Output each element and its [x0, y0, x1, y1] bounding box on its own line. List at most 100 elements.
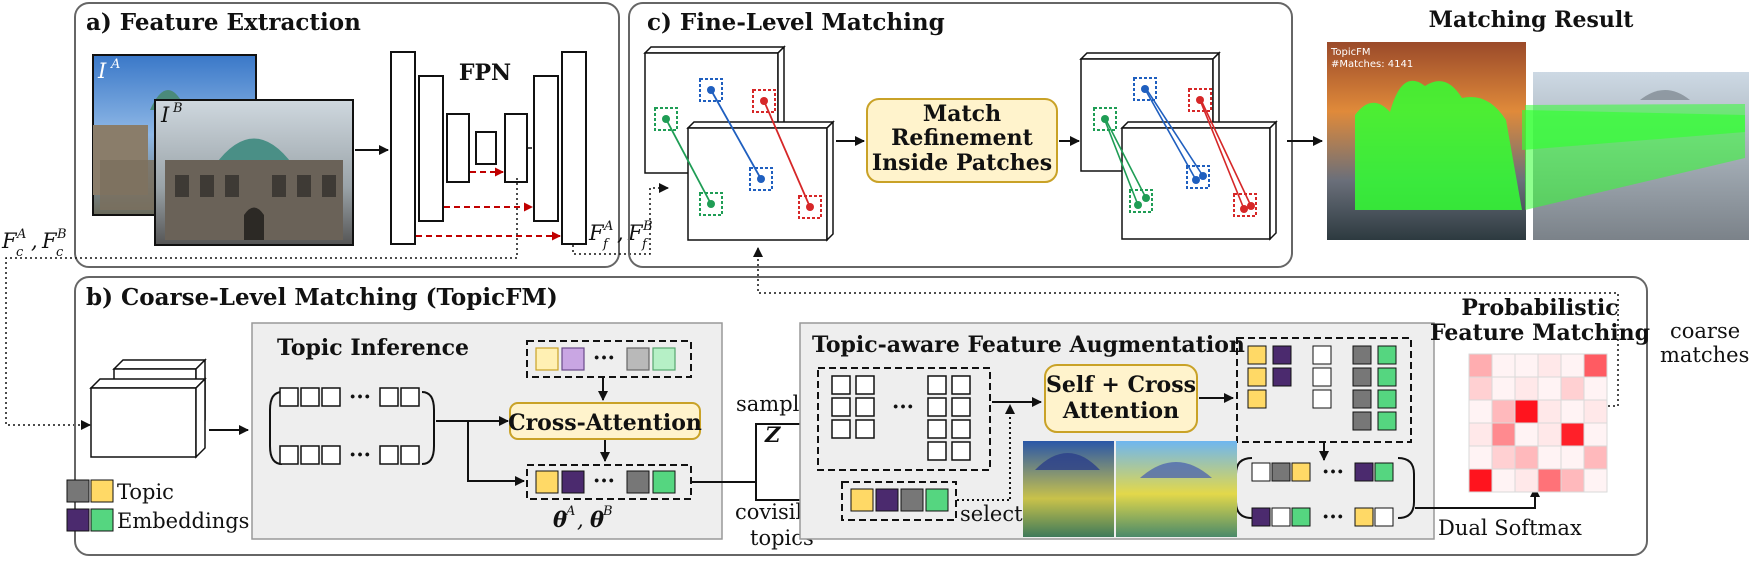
- svg-text:···: ···: [1322, 459, 1344, 484]
- heatmap-cell: [1514, 468, 1539, 493]
- matching-result-title: Matching Result: [1429, 7, 1635, 33]
- svg-text:···: ···: [892, 394, 914, 419]
- coarse-matching-panel: b) Coarse-Level Matching (TopicFM) Topic…: [66, 276, 1650, 556]
- heatmap-cell: [1491, 399, 1516, 424]
- heatmap-cell: [1514, 353, 1539, 378]
- svg-text:A: A: [110, 57, 120, 72]
- svg-text:,: ,: [577, 508, 584, 532]
- svg-text:B: B: [602, 504, 613, 519]
- svg-text:···: ···: [349, 384, 371, 409]
- heatmap-cell: [1583, 445, 1608, 470]
- topic-inference-title: Topic Inference: [277, 335, 469, 361]
- legend-topic-label: Topic: [117, 480, 174, 504]
- heatmap-cell: [1560, 422, 1585, 447]
- image-a-label: I: [97, 59, 107, 83]
- svg-text:c: c: [56, 245, 64, 260]
- heatmap-cell: [1491, 353, 1516, 378]
- heatmap-cell: [1537, 445, 1562, 470]
- svg-text:Match: Match: [923, 101, 1001, 127]
- heatmap-cell: [1468, 353, 1493, 378]
- heatmap-cell: [1468, 445, 1493, 470]
- svg-text:B: B: [56, 227, 67, 242]
- fine-feature-label: F f A , F f B: [588, 219, 653, 252]
- heatmap-cell: [1560, 353, 1585, 378]
- heatmap-grid: [1468, 353, 1608, 493]
- heatmap-cell: [1583, 399, 1608, 424]
- feature-extraction-panel: a) Feature Extraction I A I B: [74, 2, 620, 268]
- heatmap-cell: [1537, 376, 1562, 401]
- svg-text:F: F: [41, 229, 58, 253]
- augmentation-title: Topic-aware Feature Augmentation: [812, 332, 1245, 358]
- svg-text:F: F: [627, 221, 644, 245]
- svg-text:···: ···: [1322, 504, 1344, 529]
- fine-matching-panel: c) Fine-Level Matching Match: [628, 2, 1293, 268]
- coarse-feature-stack: [89, 358, 207, 459]
- heatmap-cell: [1560, 468, 1585, 493]
- svg-text:,: ,: [617, 221, 624, 245]
- dual-softmax-label: Dual Softmax: [1438, 516, 1582, 540]
- topic-aware-augmentation-panel: Topic-aware Feature Augmentation ··· Sel…: [799, 322, 1435, 540]
- heatmap-cell: [1537, 353, 1562, 378]
- heatmap-cell: [1583, 468, 1608, 493]
- svg-text:A: A: [565, 504, 575, 519]
- matching-result: Matching Result TopicFM #Matches: 4141: [1327, 7, 1749, 240]
- dotted-connectors: [5, 178, 1619, 426]
- self-cross-attention-block: [1044, 364, 1198, 433]
- heatmap-cell: [1537, 468, 1562, 493]
- topic-inference-panel: Topic Inference ··· ··· ··· Cross-Attent: [251, 322, 723, 540]
- svg-text:f: f: [602, 237, 610, 252]
- cross-attention-label: Cross-Attention: [508, 410, 702, 436]
- svg-text:···: ···: [593, 345, 615, 370]
- image-b-label: I: [160, 103, 170, 127]
- svg-text:f: f: [641, 237, 649, 252]
- heatmap-cell: [1560, 399, 1585, 424]
- heatmap-cell: [1583, 422, 1608, 447]
- sample-label: sample: [736, 392, 812, 416]
- svg-text:···: ···: [593, 468, 615, 493]
- svg-text:···: ···: [349, 442, 371, 467]
- heatmap-cell: [1560, 376, 1585, 401]
- legend-embeddings-label: Embeddings: [117, 509, 249, 533]
- heatmap-cell: [1537, 399, 1562, 424]
- heatmap-cell: [1514, 399, 1539, 424]
- svg-text:B: B: [642, 219, 653, 234]
- svg-text:,: ,: [31, 229, 38, 253]
- svg-text:Self + Cross: Self + Cross: [1046, 372, 1196, 398]
- result-caption-method: TopicFM: [1330, 47, 1371, 58]
- heatmap-cell: [1468, 468, 1493, 493]
- svg-text:Attention: Attention: [1062, 398, 1179, 424]
- fpn-label: FPN: [459, 60, 511, 86]
- heatmap-cell: [1491, 468, 1516, 493]
- panel-frame: [74, 276, 1648, 556]
- heatmap-cell: [1468, 376, 1493, 401]
- heatmap-cell: [1583, 353, 1608, 378]
- svg-text:θ: θ: [553, 507, 567, 532]
- svg-text:Refinement: Refinement: [891, 125, 1034, 151]
- section-title-c: c) Fine-Level Matching: [647, 9, 945, 36]
- heatmap-cell: [1537, 422, 1562, 447]
- svg-text:A: A: [603, 219, 613, 234]
- match-refinement-block: Match Refinement Inside Patches: [866, 98, 1058, 183]
- heatmap-cell: [1468, 399, 1493, 424]
- svg-text:B: B: [172, 101, 183, 116]
- theta-label: θ A , θ B: [553, 504, 613, 532]
- heatmap-cell: [1514, 445, 1539, 470]
- heatmap-cell: [1560, 445, 1585, 470]
- patch-stack-right: [1079, 51, 1278, 241]
- patch-stack-left: [643, 45, 835, 242]
- svg-text:c: c: [16, 245, 24, 260]
- select-label: select: [960, 502, 1023, 526]
- svg-text:θ: θ: [590, 507, 604, 532]
- section-title-b: b) Coarse-Level Matching (TopicFM): [86, 284, 558, 311]
- coarse-matches-line1: coarse: [1670, 319, 1740, 343]
- probabilistic-title-line1: Probabilistic: [1461, 295, 1618, 321]
- image-b: I B: [154, 99, 354, 246]
- heatmap-cell: [1583, 376, 1608, 401]
- coarse-matches-line2: matches: [1660, 343, 1749, 367]
- heatmap-cell: [1491, 422, 1516, 447]
- heatmap-cell: [1514, 422, 1539, 447]
- probabilistic-title-line2: Feature Matching: [1430, 320, 1650, 346]
- svg-text:A: A: [16, 227, 26, 242]
